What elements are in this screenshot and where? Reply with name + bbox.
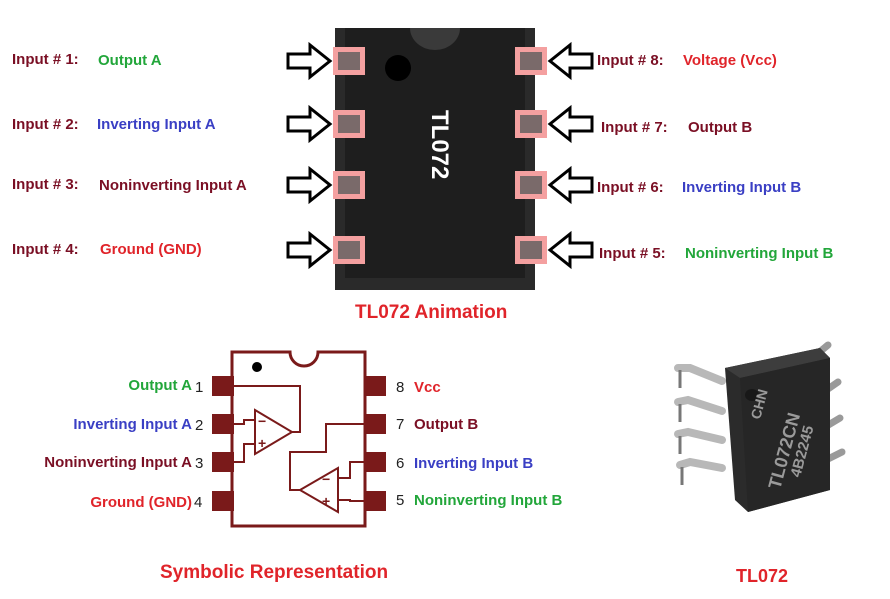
top-pin3-prefix: Input # 3: (12, 176, 79, 194)
top-pin8-name: Voltage (Vcc) (683, 52, 777, 70)
arrow-left-icon (550, 234, 592, 266)
photo-chip: CHN TL072CN 4B2245 (678, 345, 842, 512)
arrow-right-icon (288, 45, 330, 77)
top-pin2-prefix: Input # 2: (12, 116, 79, 134)
symbol-pin4-num: 4 (194, 494, 202, 512)
opamp-b-minus: − (322, 471, 330, 487)
arrow-left-icon (550, 45, 592, 77)
symbol-pin7-name: Output B (414, 416, 478, 434)
top-pin4-name: Ground (GND) (100, 241, 202, 259)
top-pin8-prefix: Input # 8: (597, 52, 664, 70)
symbol-caption: Symbolic Representation (160, 562, 388, 584)
top-pin1-name: Output A (98, 52, 162, 70)
top-pin6-prefix: Input # 6: (597, 179, 664, 197)
opamp-a-plus: + (258, 435, 266, 451)
top-pin6-name: Inverting Input B (682, 179, 801, 197)
top-pin5-name: Noninverting Input B (685, 245, 833, 263)
top-caption: TL072 Animation (355, 302, 507, 324)
opamp-a-minus: − (258, 413, 266, 429)
symbol-ic: − + − + (212, 352, 386, 526)
symbol-pin8-num: 8 (396, 379, 404, 397)
symbol-pin2-name: Inverting Input A (73, 416, 192, 434)
symbol-pin1-dot (252, 362, 262, 372)
top-pin3-name: Noninverting Input A (99, 177, 247, 195)
symbol-pin5-num: 5 (396, 492, 404, 510)
arrow-left-icon (550, 108, 592, 140)
symbol-pin3-num: 3 (195, 455, 203, 473)
pin1-dot (385, 55, 411, 81)
symbol-pin3-name: Noninverting Input A (44, 454, 192, 472)
symbol-pin5-name: Noninverting Input B (414, 492, 562, 510)
left-arrows (288, 45, 330, 266)
chip-label: TL072 (426, 110, 453, 179)
symbol-pin8-name: Vcc (414, 379, 441, 397)
arrow-right-icon (288, 108, 330, 140)
symbol-pin1-num: 1 (195, 379, 203, 397)
symbol-pin7-num: 7 (396, 416, 404, 434)
top-pin7-prefix: Input # 7: (601, 119, 668, 137)
opamp-b-plus: + (322, 493, 330, 509)
arrow-right-icon (288, 234, 330, 266)
symbol-pin4-name: Ground (GND) (90, 494, 192, 512)
symbol-pin6-num: 6 (396, 455, 404, 473)
arrow-right-icon (288, 169, 330, 201)
top-pin2-name: Inverting Input A (97, 116, 216, 134)
symbol-pin6-name: Inverting Input B (414, 455, 533, 473)
arrow-left-icon (550, 169, 592, 201)
symbol-pin2-num: 2 (195, 417, 203, 435)
photo-caption: TL072 (736, 566, 788, 587)
right-arrows (550, 45, 592, 266)
top-pin1-prefix: Input # 1: (12, 51, 79, 69)
top-pin7-name: Output B (688, 119, 752, 137)
symbol-pin1-name: Output A (128, 377, 192, 395)
top-pin4-prefix: Input # 4: (12, 241, 79, 259)
top-pin5-prefix: Input # 5: (599, 245, 666, 263)
